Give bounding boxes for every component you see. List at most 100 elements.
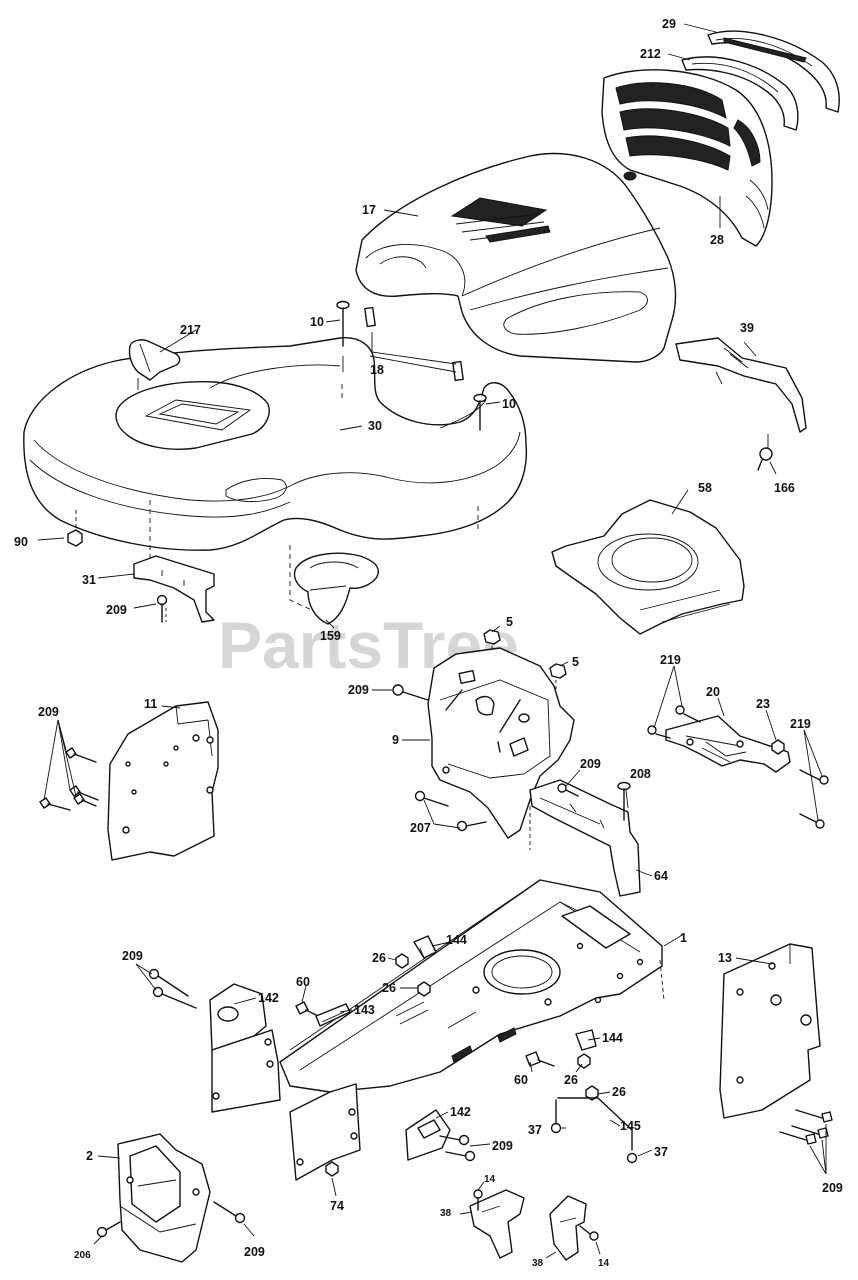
callout-209-d: 209 [580, 757, 601, 771]
part-219-screws-b[interactable] [799, 769, 829, 829]
part-10-bolt-a[interactable] [336, 300, 350, 373]
callout-209-e: 209 [122, 949, 143, 963]
part-26-nut-d[interactable] [585, 1085, 599, 1101]
callout-31: 31 [82, 573, 96, 587]
part-26-nut-c[interactable] [577, 1053, 591, 1069]
part-209-screws-f[interactable] [148, 968, 197, 1009]
part-18-clip[interactable] [364, 306, 464, 382]
hood-vent-slots [450, 197, 551, 243]
callout-144-b: 144 [602, 1031, 623, 1045]
callout-10-lower: 10 [502, 397, 516, 411]
callout-212: 212 [640, 47, 661, 61]
callout-219-b: 219 [790, 717, 811, 731]
part-10-bolt-b[interactable] [473, 393, 487, 431]
part-37-bolt-a[interactable] [550, 1099, 562, 1134]
callout-23: 23 [756, 697, 770, 711]
part-2-front-bracket[interactable] [117, 1133, 211, 1263]
callout-37-b: 37 [654, 1145, 668, 1159]
callout-58: 58 [698, 481, 712, 495]
part-30-fender[interactable] [23, 337, 528, 613]
part-209-screws-e[interactable] [779, 1109, 833, 1145]
callout-26-a: 26 [372, 951, 386, 965]
callout-2: 2 [86, 1149, 93, 1163]
part-37-bolt-b[interactable] [626, 1152, 638, 1164]
part-212-grille-insert[interactable] [681, 56, 799, 131]
callout-14-b: 14 [598, 1258, 610, 1269]
callout-26-d: 26 [612, 1085, 626, 1099]
part-9-dash-panel[interactable] [427, 647, 575, 839]
callout-217: 217 [180, 323, 201, 337]
part-1-main-frame[interactable] [279, 879, 665, 1093]
part-209-screw-d[interactable] [557, 783, 579, 797]
part-26-nut-a[interactable] [395, 953, 409, 969]
callout-9: 9 [392, 733, 399, 747]
part-5-nut-a[interactable] [483, 629, 501, 660]
part-14-screw-b[interactable] [579, 1225, 599, 1241]
callout-17: 17 [362, 203, 376, 217]
part-209-screws-g[interactable] [439, 1134, 476, 1162]
part-11-side-panel[interactable] [107, 701, 219, 861]
part-144-clip-a[interactable] [413, 935, 437, 959]
part-74-nut[interactable] [325, 1161, 339, 1177]
part-28-front-grille[interactable] [601, 69, 773, 247]
callout-29: 29 [662, 17, 676, 31]
callout-209-c: 209 [38, 705, 59, 719]
callout-37-a: 37 [528, 1123, 542, 1137]
part-58-floor-pan[interactable] [551, 499, 745, 635]
callout-26-c: 26 [564, 1073, 578, 1087]
part-166-screw[interactable] [757, 447, 773, 471]
part-64-bracket[interactable] [529, 779, 641, 897]
part-143-bracket[interactable] [315, 1003, 351, 1027]
part-142-bracket-b[interactable] [405, 1109, 451, 1161]
callout-5-a: 5 [506, 615, 513, 629]
callout-10-upper: 10 [310, 315, 324, 329]
part-23-nut[interactable] [771, 739, 785, 755]
part-144-clip-b[interactable] [575, 1029, 597, 1051]
part-209-screw-h[interactable] [213, 1201, 246, 1224]
part-208-bolt[interactable] [617, 781, 631, 821]
callout-labels: 29 212 17 28 217 10 18 10 30 39 166 90 5… [14, 17, 843, 1269]
callout-209-a: 209 [106, 603, 127, 617]
parts-tree-watermark: PartsTree TM [218, 606, 630, 682]
part-217-lever[interactable] [128, 339, 181, 390]
leader-lines [37, 23, 827, 1259]
callout-143: 143 [354, 1003, 375, 1017]
part-60-bolt-a[interactable] [295, 1001, 323, 1019]
callout-144-a: 144 [446, 933, 467, 947]
part-145-rod[interactable] [557, 1097, 633, 1151]
callout-90: 90 [14, 535, 28, 549]
callout-207: 207 [410, 821, 431, 835]
part-5-nut-b[interactable] [549, 663, 567, 692]
callout-209-h: 209 [244, 1245, 265, 1259]
part-219-screws-a[interactable] [647, 705, 701, 739]
part-209-screw-b[interactable] [392, 684, 429, 701]
frame-rail-left[interactable] [211, 1029, 281, 1113]
callout-26-b: 26 [382, 981, 396, 995]
part-26-nut-b[interactable] [417, 981, 431, 997]
callout-38-a: 38 [440, 1208, 452, 1219]
callout-30: 30 [368, 419, 382, 433]
callout-206: 206 [74, 1250, 91, 1261]
part-17-hood[interactable] [355, 152, 677, 363]
part-38-bracket-b[interactable] [549, 1195, 587, 1261]
part-29-grille-trim[interactable] [707, 30, 840, 113]
callout-20: 20 [706, 685, 720, 699]
part-20-seat-bracket[interactable] [665, 715, 791, 773]
part-159-cup-holder[interactable] [293, 552, 379, 625]
part-13-side-panel-right[interactable] [719, 943, 821, 1119]
part-60-bolt-b[interactable] [525, 1051, 555, 1067]
callout-60-b: 60 [514, 1073, 528, 1087]
part-38-bracket-a[interactable] [469, 1189, 525, 1259]
part-142-bracket-a[interactable] [209, 983, 267, 1051]
callout-14-a: 14 [484, 1174, 496, 1185]
part-31-bracket[interactable] [133, 555, 215, 623]
frame-rail-middle[interactable] [289, 1083, 361, 1181]
part-206-screw[interactable] [96, 1221, 121, 1238]
part-209-screw-a[interactable] [156, 594, 168, 623]
callout-159: 159 [320, 629, 341, 643]
part-39-bracket[interactable] [675, 337, 807, 448]
part-209-screws-c[interactable] [39, 747, 99, 811]
callout-5-b: 5 [572, 655, 579, 669]
part-90-nut[interactable] [67, 510, 83, 547]
